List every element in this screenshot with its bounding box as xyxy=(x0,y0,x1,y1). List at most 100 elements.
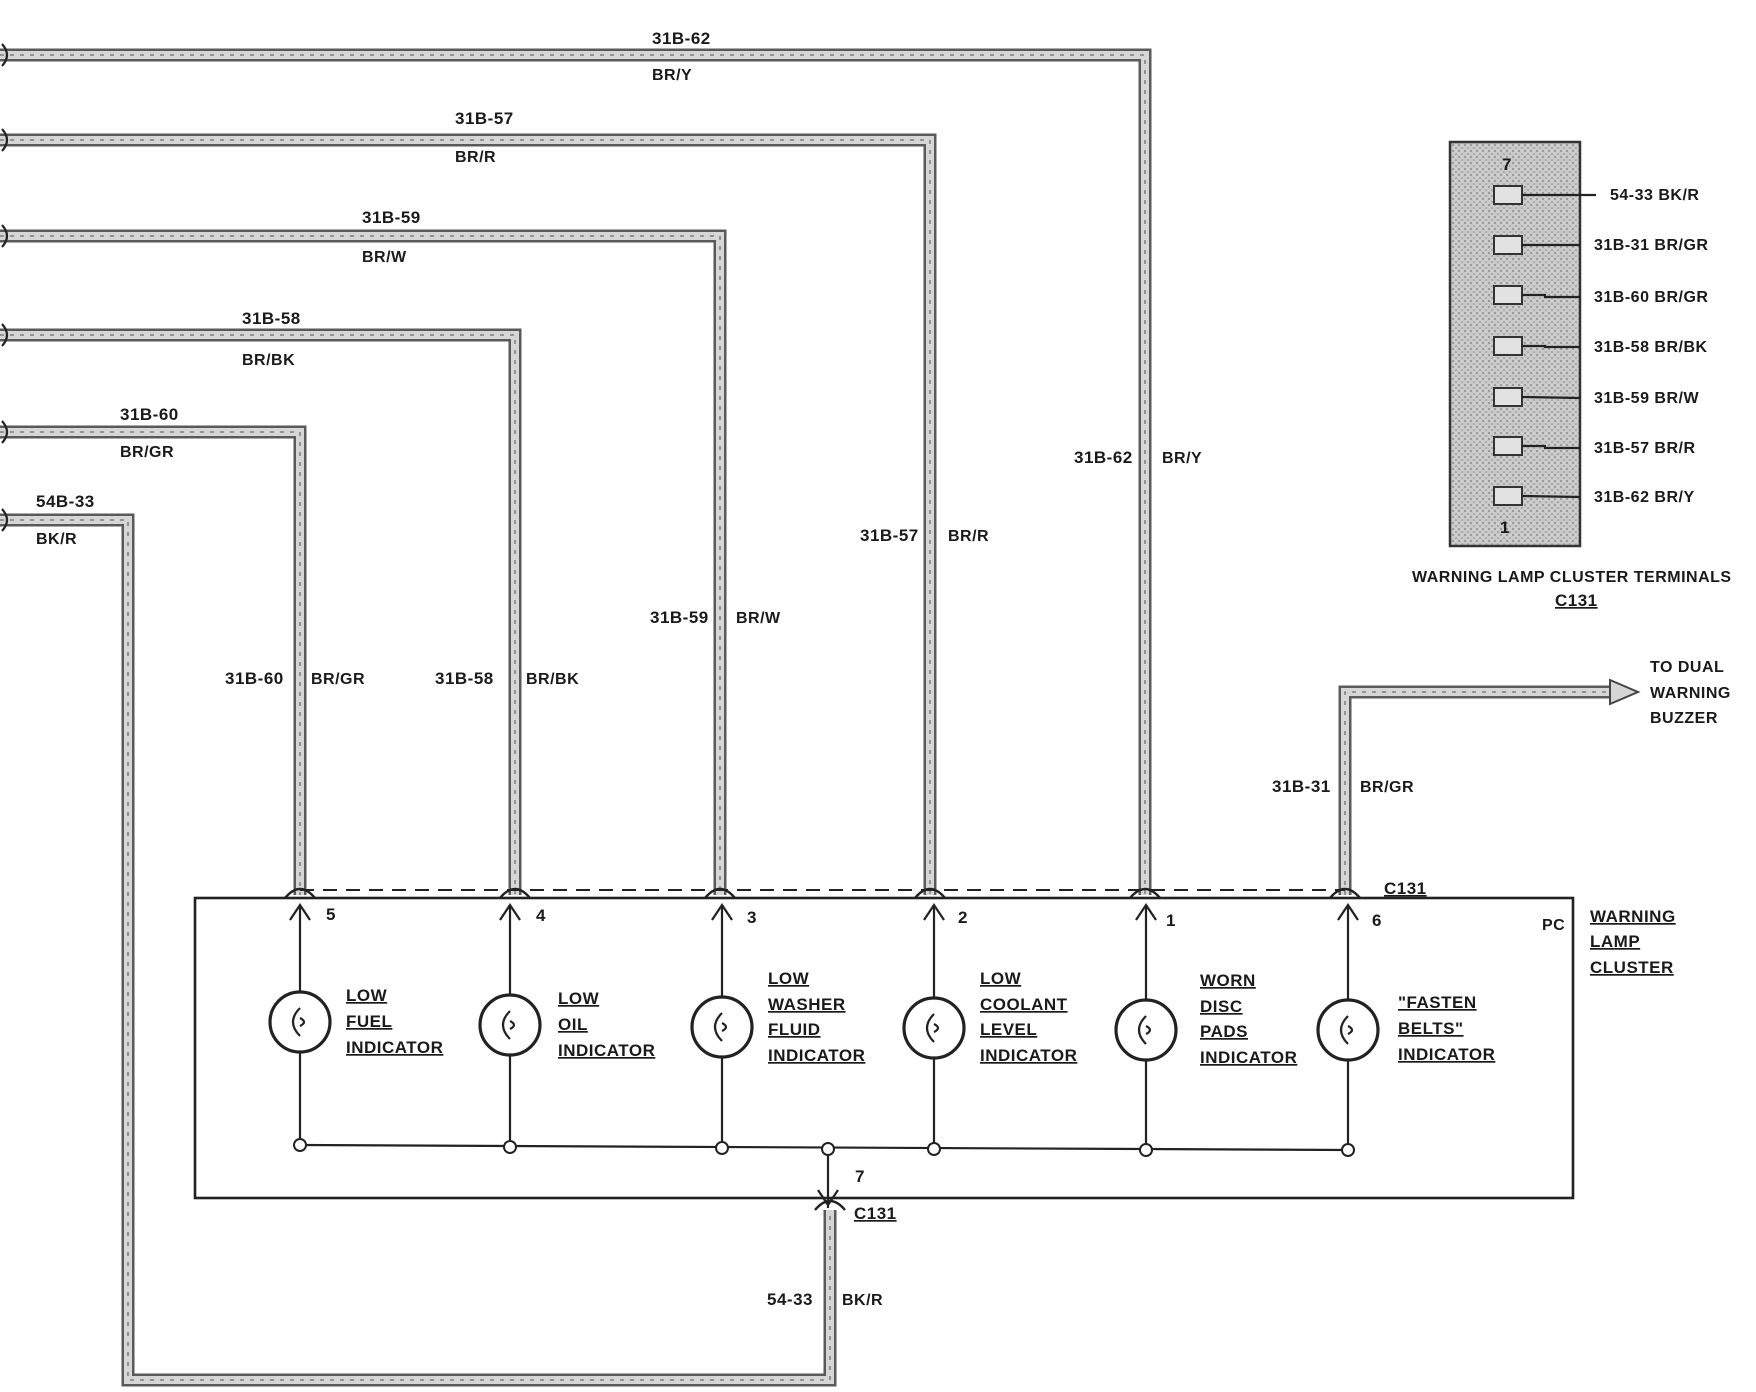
indicator-worn-disc-pads: WORN DISC PADS INDICATOR xyxy=(1200,971,1297,1067)
connector-label: C131 xyxy=(854,1204,897,1223)
terminal-leads xyxy=(1521,193,1596,499)
indicator-label-line: FUEL xyxy=(346,1012,392,1031)
buzzer-label-line: WARNING xyxy=(1650,685,1731,702)
terminal-connector-label: C131 xyxy=(1555,591,1598,610)
pin-number: 6 xyxy=(1372,911,1382,930)
wire-color-label: BR/Y xyxy=(652,67,692,84)
horizontal-wire-labels: 31B-62 BR/Y 31B-57 BR/R 31B-59 BR/W 31B-… xyxy=(36,29,711,548)
indicator-low-oil: LOW OIL INDICATOR xyxy=(558,989,655,1060)
cluster-title-line: LAMP xyxy=(1590,932,1640,951)
indicator-low-fuel: LOW FUEL INDICATOR xyxy=(346,986,443,1057)
bulb-icon xyxy=(478,993,542,1057)
connector-label: C131 xyxy=(1384,879,1427,898)
bulb-icon xyxy=(268,990,332,1054)
wire-color-label: BR/W xyxy=(736,610,781,627)
wire-54B-33 xyxy=(0,513,837,1387)
wire-color-label: BR/GR xyxy=(311,671,365,688)
terminal-item-label: 54-33 BK/R xyxy=(1610,187,1699,204)
terminal-bottom-pin: 1 xyxy=(1500,518,1510,537)
buzzer-label-line: TO DUAL xyxy=(1650,659,1724,676)
wire-id-label: 31B-58 xyxy=(435,669,494,688)
wire-31B-62 xyxy=(0,48,1152,895)
cluster-title-line: CLUSTER xyxy=(1590,958,1674,977)
wire-color-label: BR/GR xyxy=(1360,779,1414,796)
indicator-label-line: LOW xyxy=(980,969,1022,988)
terminal-block: 7 1 54-33 BK/R 31B-31 BR/GR 31B-60 BR/GR… xyxy=(1412,140,1732,610)
bulb-icons xyxy=(268,990,1380,1062)
indicator-label-line: WASHER xyxy=(768,995,846,1014)
pin-number: 3 xyxy=(747,908,757,927)
wire-color-label: BR/R xyxy=(948,528,989,545)
wire-color-label: BR/W xyxy=(362,249,407,266)
connector-cups xyxy=(284,887,1361,1211)
indicator-label-line: LEVEL xyxy=(980,1020,1037,1039)
wire-ends xyxy=(1,43,9,532)
wire-id-label: 31B-60 xyxy=(225,669,284,688)
indicator-label-line: LOW xyxy=(558,989,600,1008)
wire-color-label: BR/GR xyxy=(120,444,174,461)
pc-label: PC xyxy=(1542,917,1565,934)
wire-color-label: BR/R xyxy=(455,149,496,166)
terminal-item-label: 31B-62 BR/Y xyxy=(1594,489,1695,506)
indicator-label-line: INDICATOR xyxy=(1200,1048,1297,1067)
indicator-low-washer-fluid: LOW WASHER FLUID INDICATOR xyxy=(768,969,865,1065)
pin-number: 5 xyxy=(326,905,336,924)
wire-color-label: BR/BK xyxy=(526,671,579,688)
terminal-connector-body xyxy=(1448,140,1582,548)
terminal-top-pin: 7 xyxy=(1502,155,1512,174)
splice-dots xyxy=(293,1138,1355,1157)
wire-color-label: BK/R xyxy=(842,1292,883,1309)
indicator-label-line: BELTS" xyxy=(1398,1019,1464,1038)
indicator-label-line: DISC xyxy=(1200,997,1243,1016)
cluster-box xyxy=(193,896,1575,1200)
vertical-wire-labels: 31B-60 BR/GR 31B-58 BR/BK 31B-59 BR/W 31… xyxy=(225,448,1414,796)
wire-31B-57 xyxy=(0,133,937,895)
wire-31B-59 xyxy=(0,229,727,895)
indicator-label-line: INDICATOR xyxy=(346,1038,443,1057)
bulb-icon xyxy=(690,995,754,1059)
wire-id-label: 31B-62 xyxy=(1074,448,1133,467)
indicator-label-line: INDICATOR xyxy=(768,1046,865,1065)
wire-id-label: 31B-31 xyxy=(1272,777,1331,796)
pin-number: 4 xyxy=(536,906,546,925)
buzzer-label: TO DUAL WARNING BUZZER xyxy=(1650,659,1731,727)
wire-31B-31 xyxy=(1338,678,1641,895)
terminal-item-label: 31B-60 BR/GR xyxy=(1594,289,1708,306)
pin-number: 1 xyxy=(1166,911,1176,930)
indicator-label-line: FLUID xyxy=(768,1020,821,1039)
terminal-item-label: 31B-58 BR/BK xyxy=(1594,339,1708,356)
indicator-label-line: "FASTEN xyxy=(1398,993,1477,1012)
indicator-label-line: COOLANT xyxy=(980,995,1068,1014)
cluster-title: WARNING LAMP CLUSTER xyxy=(1590,907,1675,977)
wire-id-label: 31B-60 xyxy=(120,405,179,424)
buzzer-label-line: BUZZER xyxy=(1650,710,1718,727)
wire-id-label: 31B-58 xyxy=(242,309,301,328)
pin-number: 7 xyxy=(855,1167,865,1186)
indicator-label-line: WORN xyxy=(1200,971,1256,990)
wire-id-label: 54B-33 xyxy=(36,492,95,511)
wire-color-label: BK/R xyxy=(36,531,77,548)
indicator-label-line: PADS xyxy=(1200,1022,1248,1041)
wire-id-label: 31B-62 xyxy=(652,29,711,48)
wire-color-label: BR/BK xyxy=(242,352,295,369)
indicator-label-line: LOW xyxy=(346,986,388,1005)
arrow-head-icon xyxy=(1609,678,1641,706)
wire-id-label: 31B-59 xyxy=(650,608,709,627)
wire-31B-60 xyxy=(0,425,307,895)
bulb-icon xyxy=(902,996,966,1060)
indicator-label-line: LOW xyxy=(768,969,810,988)
bulb-icon xyxy=(1316,998,1380,1062)
terminal-item-label: 31B-31 BR/GR xyxy=(1594,237,1708,254)
indicator-fasten-belts: "FASTEN BELTS" INDICATOR xyxy=(1398,993,1495,1064)
terminal-title: WARNING LAMP CLUSTER TERMINALS xyxy=(1412,569,1732,586)
terminal-item-label: 31B-57 BR/R xyxy=(1594,440,1696,457)
indicator-low-coolant-level: LOW COOLANT LEVEL INDICATOR xyxy=(980,969,1077,1065)
bulb-icon xyxy=(1114,998,1178,1062)
indicator-label-line: OIL xyxy=(558,1015,588,1034)
wire-id-label: 54-33 xyxy=(767,1290,813,1309)
wire-31B-58 xyxy=(0,328,522,895)
terminal-item-label: 31B-59 BR/W xyxy=(1594,390,1699,407)
wire-id-label: 31B-59 xyxy=(362,208,421,227)
wire-id-label: 31B-57 xyxy=(860,526,919,545)
